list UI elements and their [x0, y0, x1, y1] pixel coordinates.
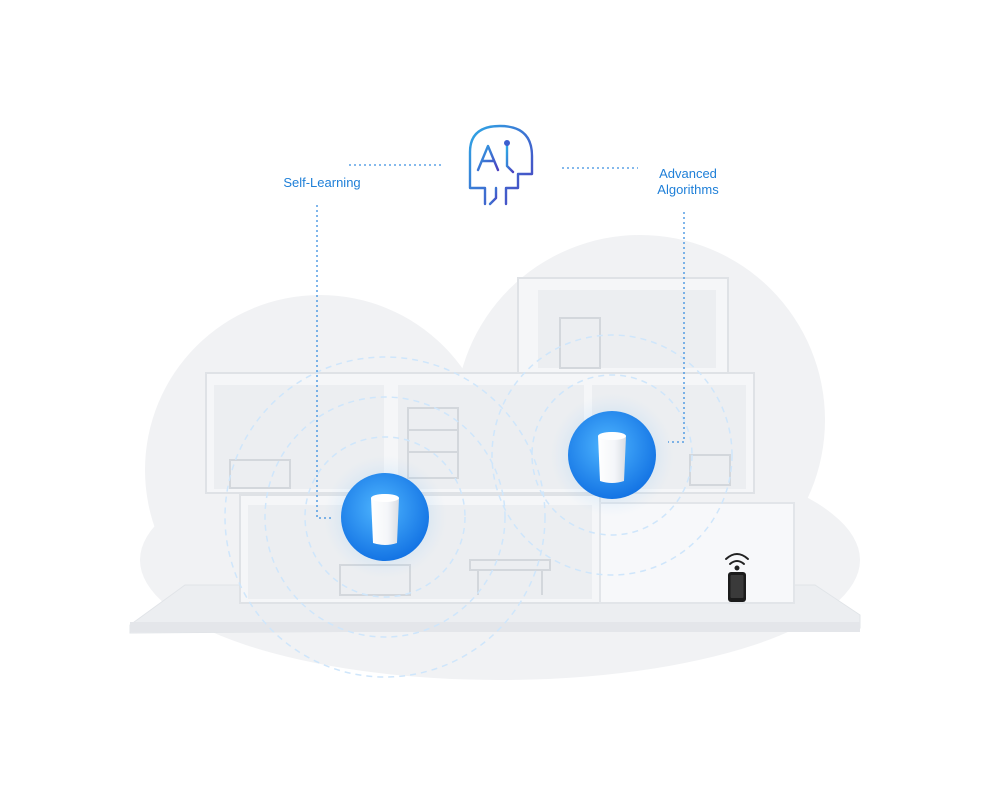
advanced-algorithms-label: Advanced Algorithms: [636, 166, 740, 198]
router-right: [550, 393, 674, 517]
self-learning-label: Self-Learning: [283, 175, 361, 190]
ai-head-icon: [468, 124, 534, 206]
advanced-label-line2: Algorithms: [657, 182, 719, 197]
smartphone-with-wifi: [725, 553, 749, 602]
connector-lines: [316, 164, 685, 519]
router-icon: [371, 494, 399, 545]
wifi-icon: [725, 553, 749, 571]
router-icon: [598, 432, 626, 483]
advanced-label-line1: Advanced: [659, 166, 717, 181]
smartphone-icon: [728, 572, 746, 602]
router-left: [323, 455, 447, 579]
signal-waves: [224, 334, 733, 678]
